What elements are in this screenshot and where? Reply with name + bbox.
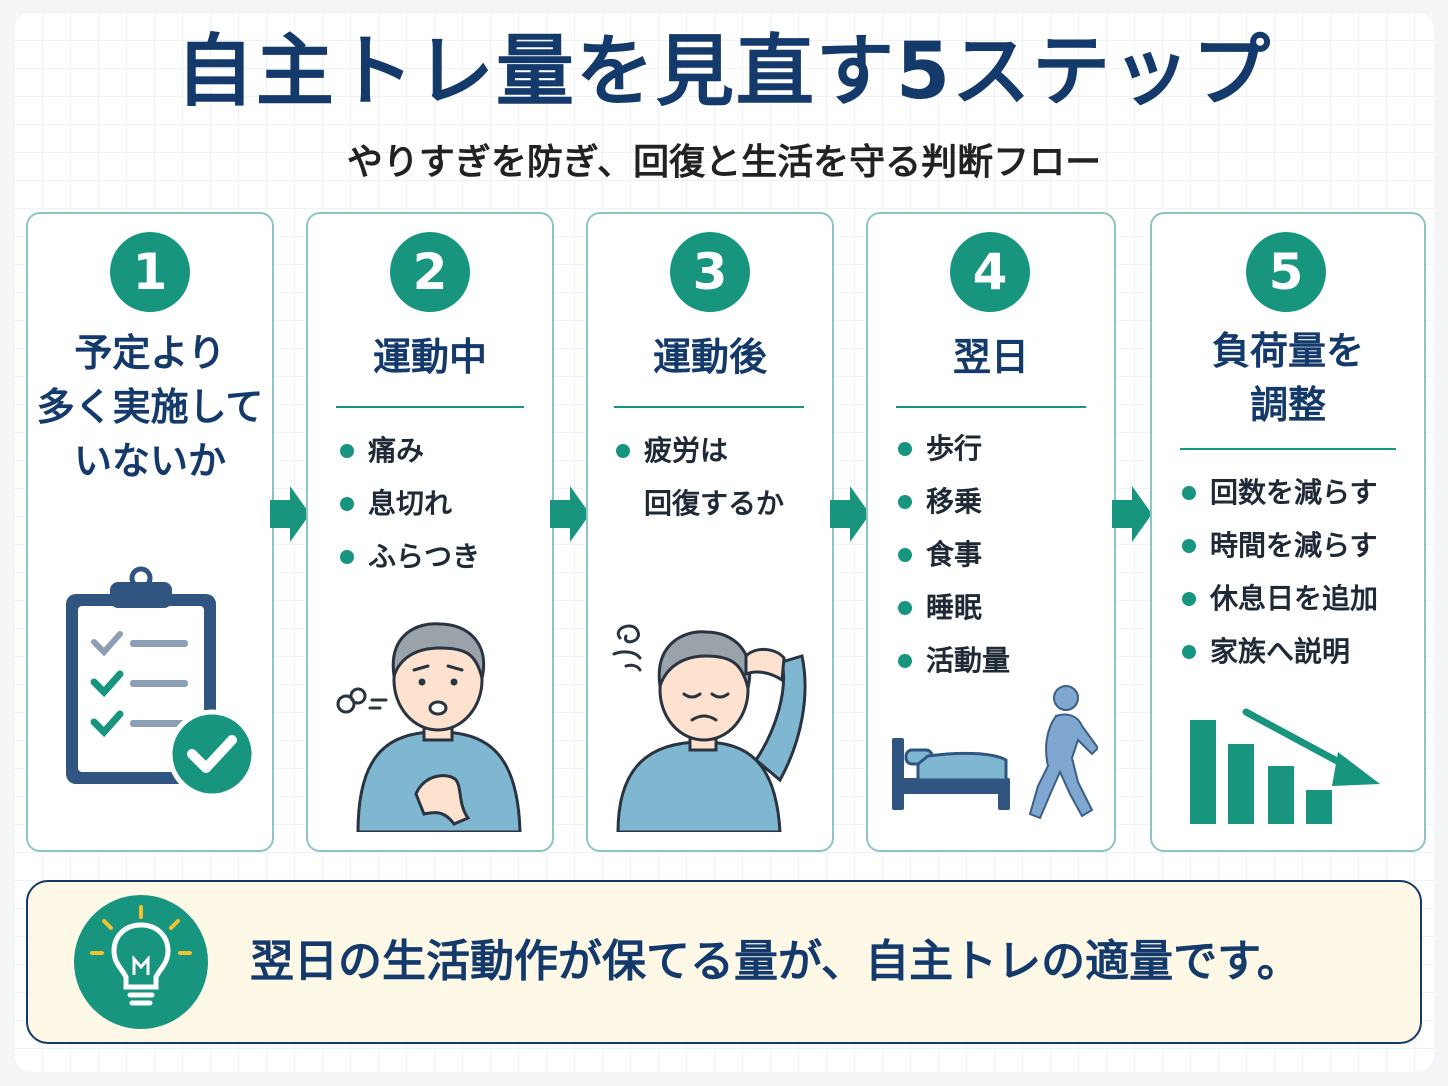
- step-divider-5: [1180, 448, 1396, 450]
- step-card-2: 2 運動中 痛み 息切れ ふらつき: [306, 212, 554, 852]
- list-item: 疲労は: [614, 424, 784, 477]
- list-item: 痛み: [338, 424, 480, 477]
- step-number-2: 2: [390, 232, 470, 312]
- step-title-5: 負荷量を 調整: [1211, 329, 1364, 427]
- list-item: 移乗: [896, 475, 1010, 528]
- list-item: 歩行: [896, 422, 1010, 475]
- flow-arrow-1: [270, 486, 310, 542]
- page-subtitle: やりすぎを防ぎ、回復と生活を守る判断フロー: [346, 142, 1102, 183]
- flow-arrow-2: [550, 486, 590, 542]
- step-card-4: 4 翌日 歩行 移乗 食事 睡眠 活動量: [866, 212, 1116, 852]
- flow-arrow-3: [830, 486, 870, 542]
- step-number-5: 5: [1246, 232, 1326, 312]
- list-item: 休息日を追加: [1180, 572, 1378, 625]
- breathless-person-icon: [336, 622, 522, 832]
- step-items-4: 歩行 移乗 食事 睡眠 活動量: [896, 422, 1010, 687]
- list-item: 家族へ説明: [1180, 625, 1378, 678]
- lightbulb-icon: [74, 895, 208, 1029]
- tired-person-icon: [612, 624, 807, 832]
- step-items-5: 回数を減らす 時間を減らす 休息日を追加 家族へ説明: [1180, 466, 1378, 678]
- step-number-1: 1: [110, 232, 190, 312]
- list-item: 回数を減らす: [1180, 466, 1378, 519]
- step-number-4: 4: [950, 232, 1030, 312]
- step-card-3: 3 運動後 疲労は 回復するか: [586, 212, 834, 852]
- list-item: 時間を減らす: [1180, 519, 1378, 572]
- step-number-3: 3: [670, 232, 750, 312]
- step-divider-4: [896, 406, 1086, 408]
- summary-text: 翌日の生活動作が保てる量が、自主トレの適量です。: [250, 936, 1301, 987]
- list-item: 食事: [896, 528, 1010, 581]
- step-title-1: 予定より 多く実施して いないか: [36, 331, 264, 483]
- list-item: 回復するか: [644, 487, 785, 520]
- page-title: 自主トレ量を見直す5ステップ: [175, 27, 1273, 117]
- bed-and-walker-icon: [892, 685, 1098, 820]
- step-title-3: 運動後: [652, 335, 767, 379]
- list-item: 睡眠: [896, 581, 1010, 634]
- step-divider-3: [614, 406, 804, 408]
- step-title-4: 翌日: [952, 335, 1029, 379]
- step-divider-2: [336, 406, 524, 408]
- list-item: 活動量: [896, 634, 1010, 687]
- clipboard-check-icon: [66, 566, 257, 799]
- step-items-3: 疲労は 回復するか: [614, 424, 784, 530]
- decreasing-bars-icon: [1190, 708, 1380, 824]
- flow-arrow-4: [1112, 486, 1152, 542]
- step-items-2: 痛み 息切れ ふらつき: [338, 424, 480, 583]
- list-item: ふらつき: [338, 530, 480, 583]
- step-card-1: 1 予定より 多く実施して いないか: [26, 212, 274, 852]
- list-item: 息切れ: [338, 477, 480, 530]
- step-card-5: 5 負荷量を 調整 回数を減らす 時間を減らす 休息日を追加 家族へ説明: [1150, 212, 1426, 852]
- step-title-2: 運動中: [372, 335, 487, 379]
- summary-banner: 翌日の生活動作が保てる量が、自主トレの適量です。: [26, 880, 1422, 1044]
